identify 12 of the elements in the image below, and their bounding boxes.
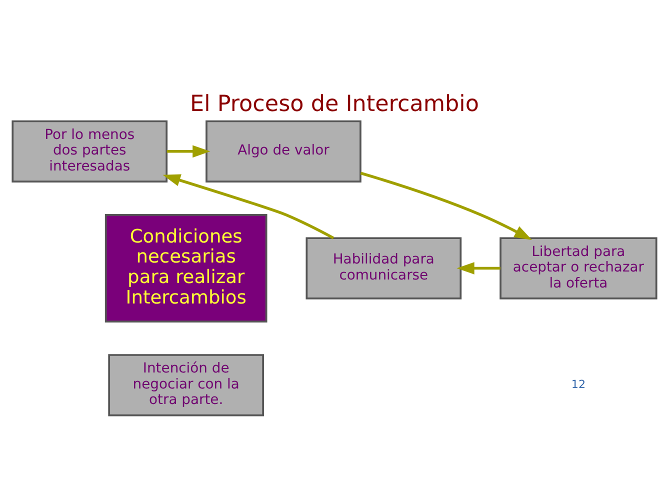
node-box: Condiciones necesarias para realizar Intercambios bbox=[104, 214, 268, 322]
diagram-title: El Proceso de Intercambio bbox=[190, 90, 479, 117]
arrow bbox=[360, 171, 532, 240]
node-box: Intención de negociar con la otra parte. bbox=[108, 354, 264, 416]
node-box: Algo de valor bbox=[206, 120, 362, 182]
arrow bbox=[162, 174, 334, 239]
arrow bbox=[456, 262, 500, 274]
label: 12 bbox=[571, 378, 586, 391]
arrow bbox=[166, 144, 210, 158]
node-box: Por lo menos dos partes interesadas bbox=[12, 120, 168, 182]
node-box: Habilidad para comunicarse bbox=[306, 236, 462, 299]
node-box: Libertad para aceptar o rechazar la oferta bbox=[500, 236, 658, 299]
